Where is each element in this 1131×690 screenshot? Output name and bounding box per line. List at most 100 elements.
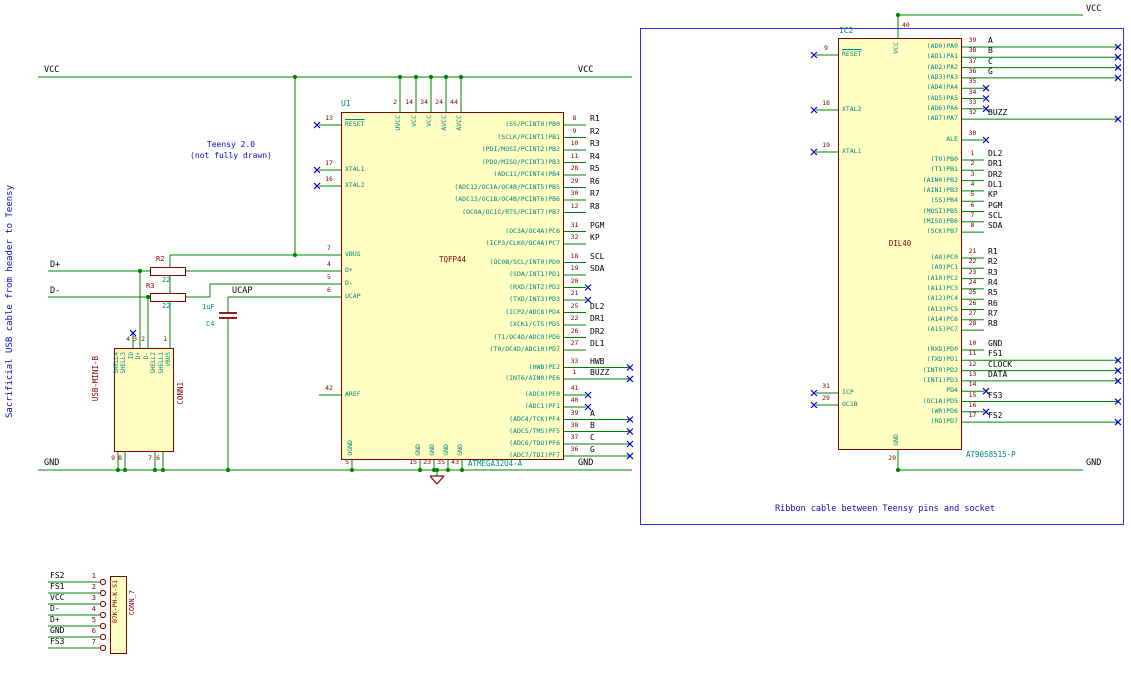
pin-number: 22 [570, 314, 579, 322]
c4-value: 1uF [202, 303, 215, 311]
pin-number: 32 [570, 233, 579, 241]
pin-name: AVCC [455, 115, 463, 131]
pin-number: 17 [968, 411, 977, 420]
vcc-left-label: VCC [44, 65, 60, 75]
pin-name: (ADC11/PCINT4)PB4 [493, 170, 560, 178]
pin-name: (ADC13/OC1B/OC4B/PCINT6)PB6 [454, 195, 560, 203]
pin-number: 6 [91, 627, 96, 635]
r3-body[interactable] [150, 293, 186, 302]
pin-number: 2 [970, 159, 975, 168]
net-label: DR1 [590, 314, 605, 323]
pin-name: (ADC0)PF0 [524, 390, 560, 398]
net-label: R1 [590, 114, 600, 123]
u1-body[interactable] [341, 112, 564, 460]
pin-name: (INT0)PD2 [922, 365, 958, 374]
pin-number: 5 [345, 458, 349, 466]
pin-name: XTAL1 [345, 165, 365, 173]
pin-number: 5 [91, 616, 96, 624]
pin-number: 12 [570, 201, 579, 210]
pin-name: GND [414, 444, 422, 456]
pin-name: (AD3)PA3 [926, 72, 958, 81]
pin-name: XTAL2 [345, 181, 365, 189]
pin-name: (ADC1)PF1 [524, 402, 560, 410]
pin-name: (WR)PD6 [930, 406, 958, 415]
pin-number: 12 [968, 359, 977, 368]
pin-name: (RXD/INT2)PD2 [509, 282, 560, 291]
pin-number: 11 [968, 349, 977, 358]
pin-number: 16 [968, 400, 977, 409]
net-label: DL2 [590, 301, 605, 311]
u1-value: ATMEGA32U4-A [468, 459, 523, 468]
pin-name: ICP [842, 388, 854, 396]
net-label: B [988, 46, 993, 56]
pin-name: (TXD)PD1 [926, 355, 958, 364]
pin-name: (OC3A/OC4A)PC6 [505, 226, 560, 235]
net-label: DL1 [988, 179, 1003, 189]
pin-number: 21 [968, 247, 977, 255]
net-label: KP [988, 190, 998, 200]
r2-body[interactable] [150, 267, 186, 276]
pin-number: 6 [970, 200, 975, 209]
pin-number: 9 [572, 126, 577, 135]
net-label: D+ [50, 615, 60, 624]
pin-name: (AIN0)PB2 [922, 175, 958, 184]
pin-number: 7 [91, 638, 96, 646]
net-label: GND [988, 339, 1003, 348]
net-label: C [590, 433, 595, 442]
pin-name: (AD1)PA1 [926, 52, 958, 61]
pin-name: (ADC7/TDI)PF7 [509, 451, 560, 459]
pin-number: 20 [570, 276, 579, 285]
net-label: R1 [988, 247, 998, 256]
net-label: CLOCK [988, 359, 1013, 369]
pin-number: 7 [327, 244, 331, 252]
pin-number: 34 [420, 98, 428, 106]
pin-number: 23 [968, 267, 977, 276]
net-label: R8 [590, 201, 600, 211]
net-label: C [988, 56, 993, 66]
pin-name: (ADC6/TDO)PF6 [509, 439, 560, 447]
net-label: FS2 [988, 411, 1003, 421]
pin-name: (AD0)PA0 [926, 42, 958, 50]
pin-name: (ICP2/ADC8)PD4 [505, 307, 560, 316]
conn1-body[interactable] [114, 348, 174, 452]
pin-number: 32 [968, 108, 977, 117]
pin-name: (PDI/MOSI/PCINT2)PB2 [481, 145, 560, 153]
pin-name: GND [428, 444, 436, 456]
ribbon-cable-box [640, 28, 1124, 525]
pin-name: (HWB)PE2 [528, 362, 560, 371]
net-label: FS1 [988, 349, 1003, 359]
pin-name: (SS)PB4 [930, 196, 958, 205]
pin-name: VCC [892, 42, 900, 54]
pin-number: 27 [570, 339, 579, 347]
conn7-value: B7K-PH-K-S1 [111, 580, 119, 624]
net-label: PGM [988, 200, 1003, 210]
conn7-ref: CONN_7 [128, 590, 136, 616]
pin-number: 36 [968, 66, 977, 75]
net-label: FS1 [50, 582, 65, 591]
pin-name: (AD6)PA6 [926, 103, 958, 112]
pin-name: XTAL1 [842, 147, 862, 155]
pin-name: XTAL2 [842, 105, 862, 113]
pin-name: OC1B [842, 400, 858, 408]
pin-name: (TXD/INT3)PD3 [509, 295, 560, 303]
net-label: BUZZ [590, 368, 610, 377]
net-label: R7 [988, 308, 998, 318]
pin-name: UCAP [345, 292, 361, 300]
pin-number: 9 [111, 454, 115, 462]
pin-number: 17 [325, 159, 333, 167]
pin-number: 3 [133, 335, 137, 343]
teensy-note-line1: Teensy 2.0 [206, 140, 256, 149]
net-label: GND [50, 626, 65, 635]
pin-number: 40 [902, 21, 910, 29]
conn7-body[interactable] [110, 576, 127, 654]
pin-number: 30 [968, 129, 977, 137]
pin-name: (A9)PC1 [930, 263, 958, 272]
ic2-body[interactable] [838, 38, 962, 450]
gnd-right-label: GND [578, 458, 594, 468]
net-label: SCL [590, 251, 605, 261]
pin-number: 1 [970, 149, 975, 157]
ic2-value: AT90S8515-P [966, 450, 1016, 459]
pin-name: (AD2)PA2 [926, 62, 958, 71]
pin-name: (OC0A/OC1C/RTS/PCINT7)PB7 [462, 207, 560, 216]
pin-name: (PDO/MISO/PCINT3)PB3 [481, 157, 560, 166]
